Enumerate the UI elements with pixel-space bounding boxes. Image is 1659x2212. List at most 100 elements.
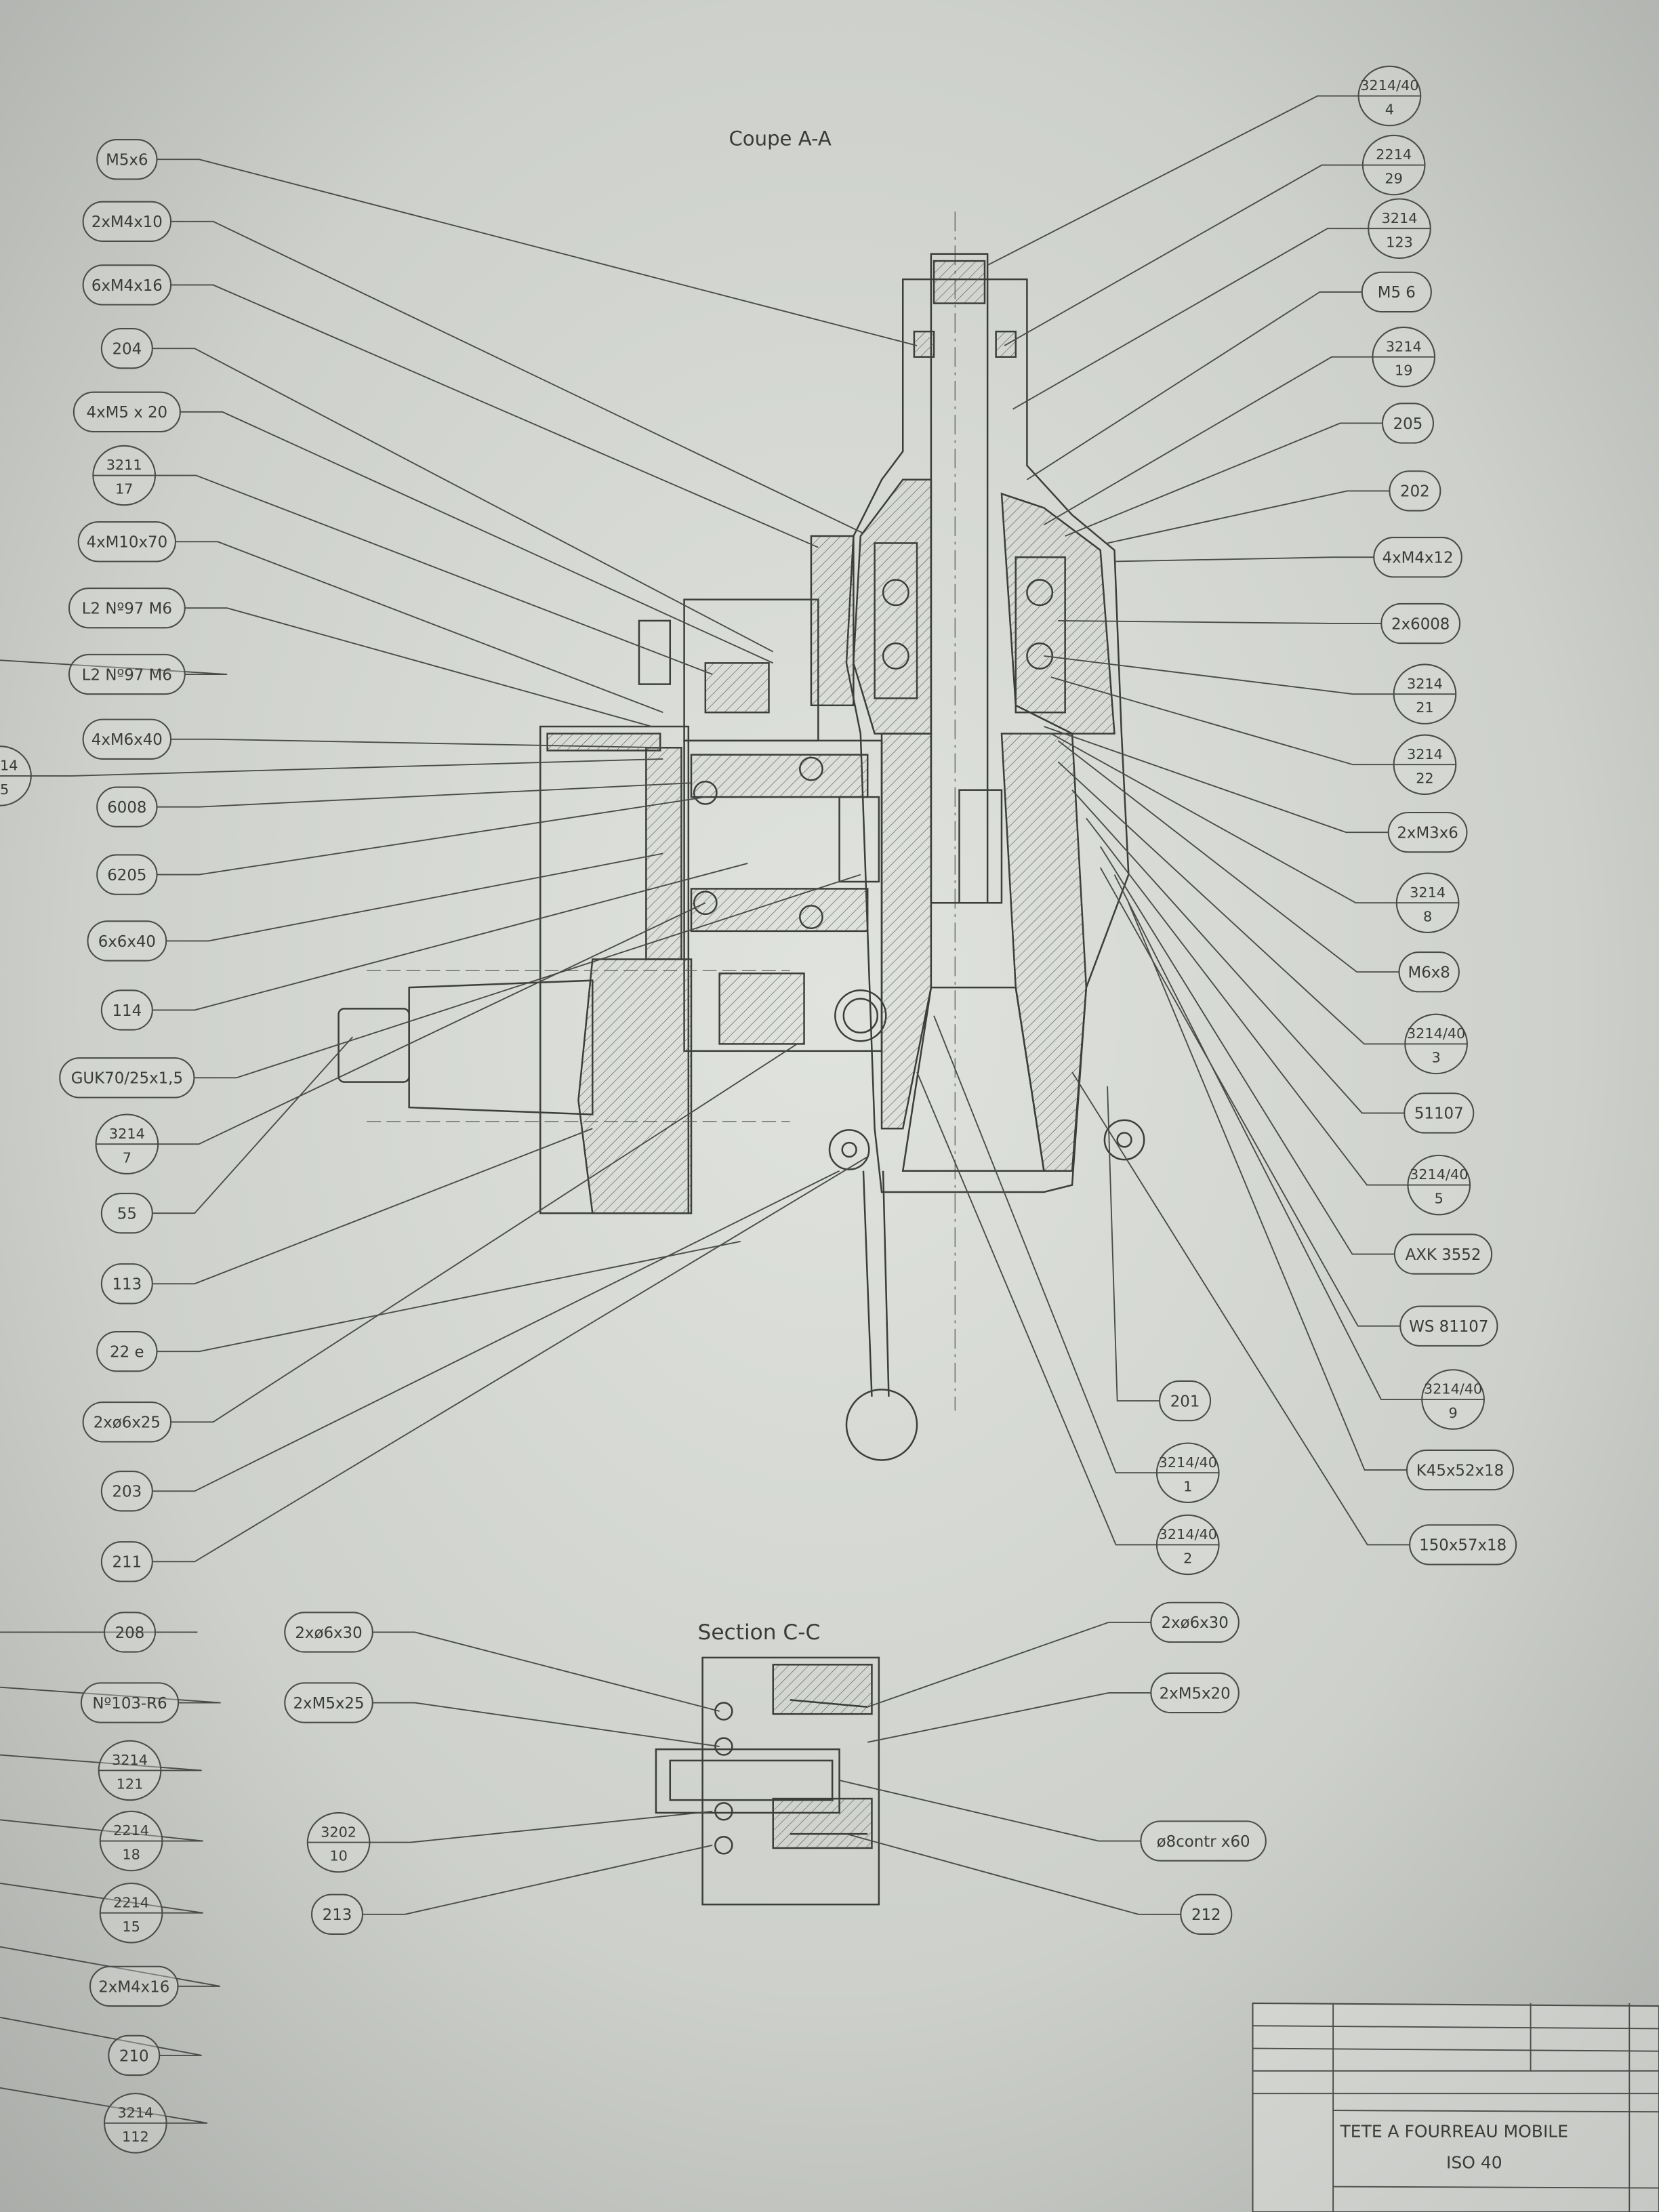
callout-right-7: 202	[1107, 470, 1441, 544]
callout-bubble	[1150, 1672, 1240, 1714]
callout-label: 55	[117, 1206, 137, 1223]
leader-line	[0, 1686, 221, 1704]
callout-left-18: 55	[100, 1036, 354, 1234]
callout-number-top: 2214	[113, 1822, 149, 1839]
callout-label: L2 Nº97 M6	[82, 666, 172, 684]
leader-line	[0, 1819, 203, 1842]
leader-line	[372, 1702, 720, 1747]
view-title-section-c-c: Section C-C	[698, 1620, 821, 1645]
callout-label: 203	[112, 1483, 142, 1501]
callout-label: L2 Nº97 M6	[82, 600, 172, 618]
leader-line	[1044, 655, 1395, 695]
callout-bubble	[1381, 403, 1434, 444]
leader-line	[166, 853, 663, 942]
callout-number-top: 3214/40	[1424, 1381, 1482, 1397]
view-title-coupe-a-a: Coupe A-A	[729, 127, 831, 150]
callout-bubble	[96, 786, 158, 827]
callout-label: 204	[112, 340, 142, 358]
callout-right-12: 2xM3x6	[1044, 726, 1468, 853]
leader-line	[0, 1946, 221, 1987]
callout-number-bottom: 7	[123, 1149, 131, 1166]
callout-label: 2xø6x30	[295, 1624, 362, 1642]
leader-line	[0, 1883, 203, 1914]
leader-line	[171, 1043, 798, 1423]
callout-label: Nº103-R6	[92, 1695, 167, 1713]
callout-bubble	[1409, 1524, 1517, 1565]
leader-line	[1057, 740, 1399, 973]
callout-bubble	[100, 327, 153, 369]
callout-number-top: 2214	[113, 1894, 149, 1910]
assembly-drawing-coupe-a-a	[337, 211, 1145, 1461]
callout-left-15: 114	[100, 863, 748, 1031]
leader-line	[152, 1036, 354, 1214]
callout-right-18: AXK 3552	[1099, 846, 1493, 1275]
callout-label: 6008	[107, 799, 146, 817]
callout-bubble	[100, 1263, 153, 1305]
callout-label: 4xM6x40	[91, 731, 163, 749]
callout-number-bottom: 5	[1435, 1191, 1443, 1207]
leader-line	[1107, 490, 1390, 544]
callout-left-1: M5x6	[96, 139, 918, 346]
callout-label: 202	[1400, 483, 1430, 501]
callout-bubble	[82, 264, 172, 306]
callout-number-top: 2214	[1376, 146, 1412, 163]
leader-line	[180, 411, 774, 664]
callout-number-bottom: 05	[0, 781, 9, 798]
callout-number-bottom: 21	[1416, 699, 1433, 716]
callout-bubble	[1380, 602, 1461, 644]
callout-right-16: 51107	[1071, 790, 1475, 1134]
callout-number-top: 3214/40	[1159, 1526, 1217, 1542]
callout-bubble	[1398, 951, 1460, 993]
callout-label: 2xM4x16	[98, 1978, 169, 1996]
leader-line	[152, 1156, 868, 1563]
callout-left-30: 210	[0, 2016, 202, 2076]
leader-line	[1044, 726, 1389, 834]
callout-bubble	[1389, 470, 1441, 512]
callout-number-bottom: 121	[117, 1776, 144, 1793]
callout-number-top: 3214	[1407, 746, 1443, 762]
leader-line	[0, 2016, 202, 2056]
callout-label: 6x6x40	[98, 933, 156, 951]
callout-label: M5x6	[106, 152, 148, 169]
callout-bubble	[96, 1331, 158, 1372]
callout-bubble	[1140, 1820, 1267, 1862]
callout-left-19: 113	[100, 1128, 593, 1305]
callout-bubble	[1406, 1449, 1515, 1491]
leader-line	[933, 1015, 1159, 1474]
callout-bubble	[73, 391, 181, 433]
callout-left-24: 208	[0, 1612, 198, 1653]
leader-line	[1065, 422, 1382, 537]
callout-number-top: 3214	[117, 2105, 153, 2121]
leader-line	[867, 1692, 1151, 1743]
callout-bubble	[1393, 1233, 1493, 1275]
leader-line	[157, 902, 706, 1145]
leader-line	[846, 1833, 1181, 1915]
leader-line	[362, 1844, 713, 1915]
leader-line	[157, 159, 918, 346]
callout-label: 51107	[1414, 1105, 1464, 1123]
leader-line	[1086, 817, 1410, 1186]
callout-right-22: 150x57x18	[1071, 1071, 1517, 1565]
callout-number-bottom: 19	[1395, 363, 1412, 379]
callout-bubble	[100, 1193, 153, 1234]
callout-right-14: M6x8	[1057, 740, 1460, 993]
callout-right-9: 2x6008	[1058, 602, 1461, 644]
callout-left-4: 204	[100, 327, 774, 653]
leader-line	[171, 220, 864, 534]
callout-number-top: 3214	[1410, 884, 1446, 901]
leader-line	[1071, 790, 1405, 1114]
callout-left-12: 6008	[96, 782, 692, 827]
callout-number-bottom: 18	[122, 1847, 140, 1863]
callout-label: ø8contr x60	[1157, 1833, 1250, 1851]
callout-bubble	[100, 1471, 153, 1512]
leader-line	[171, 284, 819, 548]
callout-section-right-4: 212	[846, 1833, 1233, 1935]
callout-right-21: K45x52x18	[1128, 902, 1515, 1491]
callout-section-right-1: 2xø6x30	[867, 1601, 1240, 1708]
